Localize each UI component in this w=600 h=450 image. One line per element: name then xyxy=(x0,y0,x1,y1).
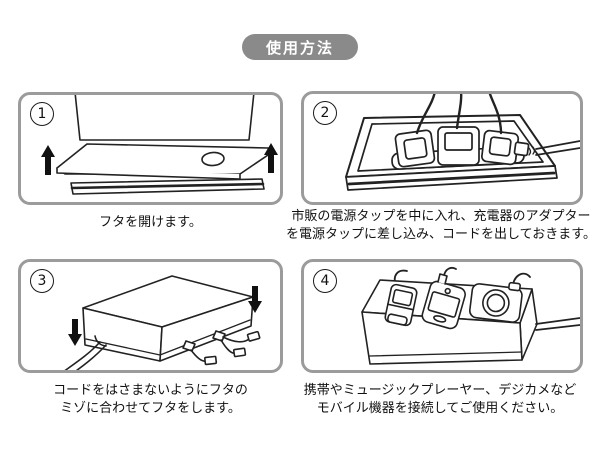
step-1-number: 1 xyxy=(30,102,54,126)
step-3-number: 3 xyxy=(30,269,54,293)
step-2-number: 2 xyxy=(313,101,337,125)
step-2-panel: 2 xyxy=(301,91,583,205)
step-2-caption-line1: 市販の電源タップを中に入れ、充電器のアダプター xyxy=(291,209,591,224)
close-lid-illustration xyxy=(64,275,262,370)
step-2-caption-line2: を電源タップに差し込み、コードを出しておきます。 xyxy=(286,227,596,242)
open-lid-illustration xyxy=(41,95,278,195)
step-4-panel: 4 xyxy=(301,259,583,373)
step-4-caption-line2: モバイル機器を接続してご使用ください。 xyxy=(316,401,564,416)
step-1-caption: フタを開けます。 xyxy=(18,214,283,232)
step-3-panel: 3 xyxy=(18,259,283,373)
step-3-caption: コードをはさまないようにフタの ミゾに合わせてフタをします。 xyxy=(18,382,283,418)
step-3-caption-line2: ミゾに合わせてフタをします。 xyxy=(60,401,241,416)
down-arrow-icons xyxy=(68,286,262,346)
step-1-panel: 1 xyxy=(18,92,283,205)
usage-title-badge: 使用方法 xyxy=(241,34,359,60)
mobile-devices-illustration xyxy=(361,266,580,365)
step-4-number: 4 xyxy=(313,269,337,293)
up-arrow-icons xyxy=(41,143,278,175)
step-3-caption-line1: コードをはさまないようにフタの xyxy=(53,383,248,398)
step-4-caption: 携帯やミュージックプレーヤー、デジカメなど モバイル機器を接続してご使用ください… xyxy=(290,382,590,418)
usage-title-label: 使用方法 xyxy=(265,38,335,57)
step-2-caption: 市販の電源タップを中に入れ、充電器のアダプター を電源タップに差し込み、コードを… xyxy=(283,208,599,244)
step-1-caption-line1: フタを開けます。 xyxy=(99,215,202,230)
step-4-caption-line1: 携帯やミュージックプレーヤー、デジカメなど xyxy=(303,383,577,398)
power-strip-illustration xyxy=(345,94,580,191)
